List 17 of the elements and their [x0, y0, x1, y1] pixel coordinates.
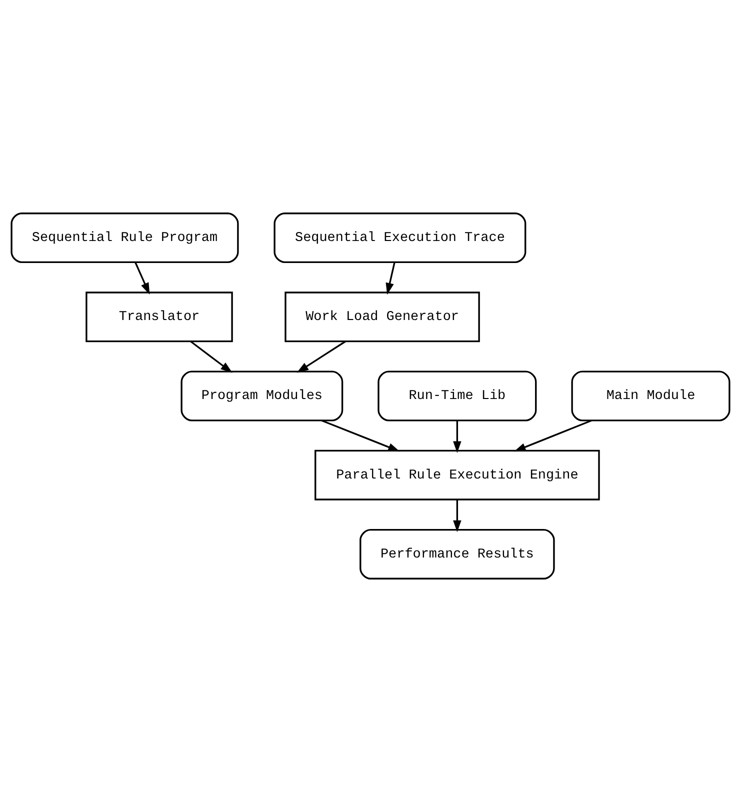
- node-box: Sequential Rule Program: [10, 212, 239, 263]
- arrow: [190, 340, 232, 372]
- node-box: Run-Time Lib: [378, 370, 537, 421]
- node-box: Translator: [86, 291, 233, 342]
- node-box: Parallel Rule Execution Engine: [314, 449, 600, 500]
- node-box: Sequential Execution Trace: [274, 212, 526, 263]
- node-box: Main Module: [571, 370, 730, 421]
- arrow: [453, 420, 462, 453]
- arrow: [321, 419, 400, 452]
- arrow: [134, 261, 150, 294]
- arrow: [514, 419, 592, 452]
- arrow: [386, 262, 396, 294]
- arrow: [453, 499, 462, 532]
- node-box: Program Modules: [180, 370, 344, 421]
- node-box: Performance Results: [360, 528, 555, 579]
- node-box: Work Load Generator: [284, 291, 480, 342]
- arrow: [296, 340, 346, 372]
